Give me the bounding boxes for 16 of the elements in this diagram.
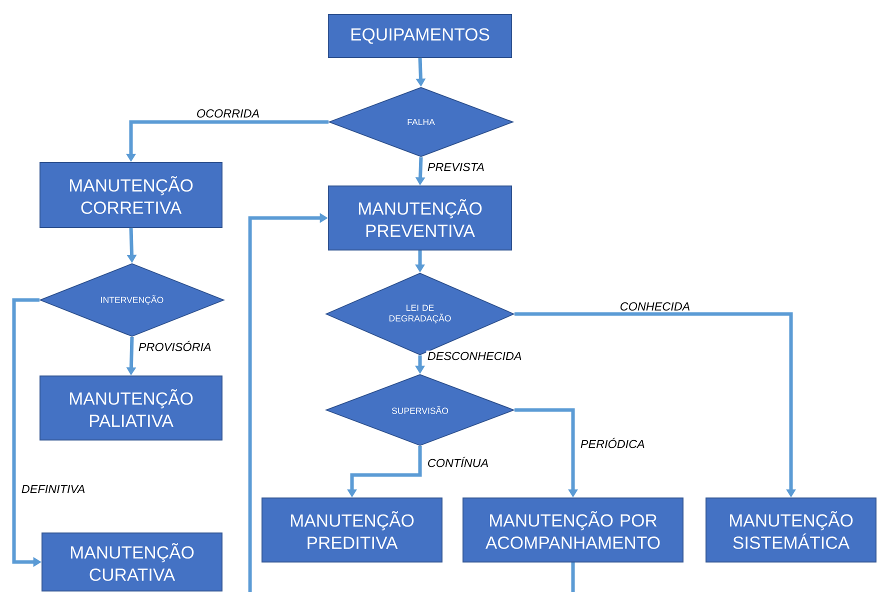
edge-label: PREVISTA [426,162,486,172]
process-box: MANUTENÇÃO SISTEMÁTICA [706,498,876,562]
process-box: MANUTENÇÃO CURATIVA [42,532,222,592]
edge-label: DESCONHECIDA [426,350,523,362]
process-box: MANUTENÇÃO POR ACOMPANHAMENTO [462,498,684,562]
process-box: MANUTENÇÃO PREDITIVA [262,498,442,562]
edge-label: OCORRIDA [195,108,261,119]
process-box: EQUIPAMENTOS [328,14,512,58]
edge-label: PERIÓDICA [579,436,646,450]
edge-label: PROVISÓRIA [137,340,212,352]
edge-label: DEFINITIVA [20,484,86,494]
process-box: MANUTENÇÃO PALIATIVA [40,376,222,440]
edge-label: CONTÍNUA [426,456,490,468]
process-box: MANUTENÇÃO PREVENTIVA [328,186,512,250]
edge-label: CONHECIDA [618,301,692,312]
process-box: MANUTENÇÃO CORRETIVA [40,162,222,228]
